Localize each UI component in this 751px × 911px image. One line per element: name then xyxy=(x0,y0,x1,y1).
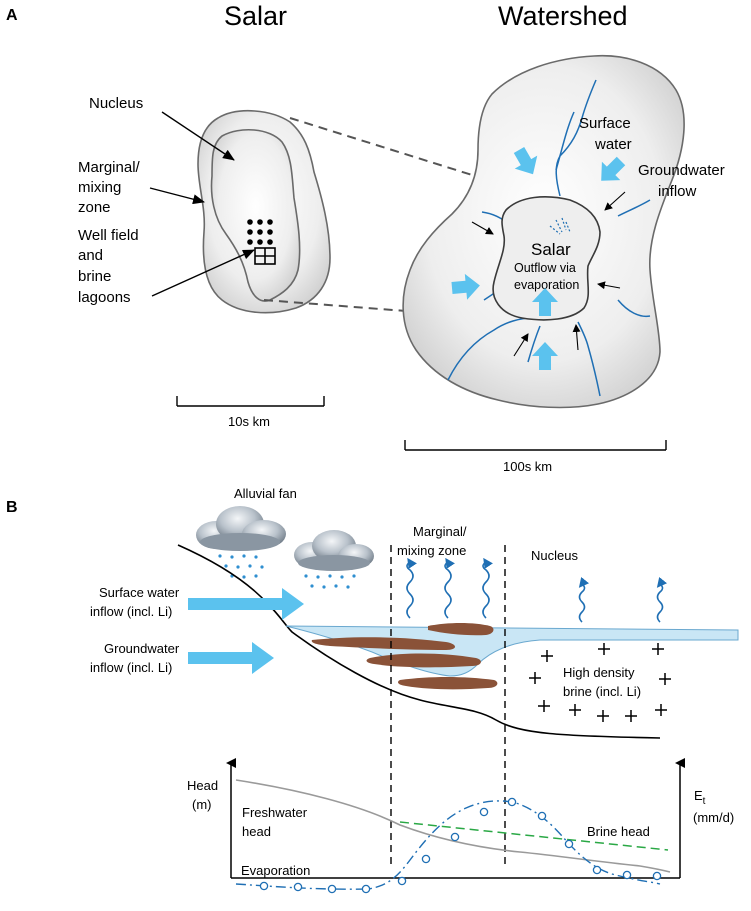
gw-inflow-label-2: inflow xyxy=(658,183,697,200)
freshwater-head-label-1: Freshwater xyxy=(242,805,308,820)
rain-cloud-right xyxy=(294,530,374,571)
label-marginal-1: Marginal/ xyxy=(78,159,141,176)
outflow-label-1: Outflow via xyxy=(514,261,576,275)
nucleus-label-b: Nucleus xyxy=(531,548,578,563)
label-marginal-3: zone xyxy=(78,199,111,216)
ground-surface-line xyxy=(177,544,661,739)
inner-salar-label: Salar xyxy=(531,240,571,259)
gw-inflow-label-1: Groundwater xyxy=(638,162,725,179)
marginal-zone-label-1: Marginal/ xyxy=(413,524,467,539)
well-field-dots xyxy=(247,219,273,245)
brine-head-line xyxy=(399,821,669,851)
raindrops-left xyxy=(218,554,264,579)
groundwater-inflow-arrow xyxy=(188,642,274,674)
salar-spring-dashes xyxy=(549,217,571,235)
brine-lagoons-grid xyxy=(254,247,276,265)
panel-b-label: B xyxy=(6,499,18,516)
evaporation-wavy-arrows xyxy=(406,557,668,623)
label-wellfield-4: lagoons xyxy=(78,289,131,306)
scale-10s-km-label: 10s km xyxy=(228,414,270,429)
surface-water-label-1: Surface xyxy=(579,115,631,132)
raindrops-right xyxy=(304,574,356,589)
surface-inflow-arrow xyxy=(188,588,304,620)
freshwater-head-curve xyxy=(235,779,671,873)
wellfield-leader xyxy=(151,249,255,297)
marginal-zone-label-2: mixing zone xyxy=(397,543,466,558)
marginal-leader xyxy=(149,187,205,205)
label-wellfield-3: brine xyxy=(78,268,111,285)
label-nucleus: Nucleus xyxy=(89,95,143,112)
surface-inflow-label-1: Surface water xyxy=(99,585,180,600)
scale-100s-km-label: 100s km xyxy=(503,459,552,474)
groundwater-small-arrows xyxy=(471,191,626,357)
label-wellfield-2: and xyxy=(78,247,103,264)
outflow-label-2: evaporation xyxy=(514,278,579,292)
brine-label-1: High density xyxy=(563,665,635,680)
alluvial-fan-label: Alluvial fan xyxy=(234,486,297,501)
gw-inflow-label-b-1: Groundwater xyxy=(104,641,180,656)
label-wellfield-1: Well field xyxy=(78,227,139,244)
river-network xyxy=(447,79,651,397)
head-axis-label-1: Head xyxy=(187,778,218,793)
salar-title: Salar xyxy=(224,1,287,31)
freshwater-head-label-2: head xyxy=(242,824,271,839)
watershed-blue-arrows xyxy=(451,147,626,370)
surface-water-label-2: water xyxy=(594,136,632,153)
label-marginal-2: mixing xyxy=(78,179,121,196)
head-axis-label-2: (m) xyxy=(192,797,212,812)
panel-a-label: A xyxy=(6,7,18,24)
sediment-lenses xyxy=(311,623,498,690)
brine-label-2: brine (incl. Li) xyxy=(563,684,641,699)
et-axis-label: Et xyxy=(694,788,706,807)
brine-head-label: Brine head xyxy=(587,824,650,839)
surface-inflow-label-2: inflow (incl. Li) xyxy=(90,604,172,619)
gw-inflow-label-b-2: inflow (incl. Li) xyxy=(90,660,172,675)
scale-bar-100s-km xyxy=(404,440,667,451)
et-axis-unit: (mm/d) xyxy=(693,810,734,825)
watershed-title: Watershed xyxy=(498,1,628,31)
evaporation-points xyxy=(259,797,662,894)
scale-bar-10s-km xyxy=(176,396,325,407)
evaporation-label: Evaporation xyxy=(241,863,310,878)
salar-water-layer xyxy=(285,625,739,677)
nucleus-leader xyxy=(161,111,235,161)
brine-plus-signs xyxy=(529,643,671,722)
rain-cloud-left xyxy=(196,506,286,551)
inner-salar xyxy=(492,196,601,321)
